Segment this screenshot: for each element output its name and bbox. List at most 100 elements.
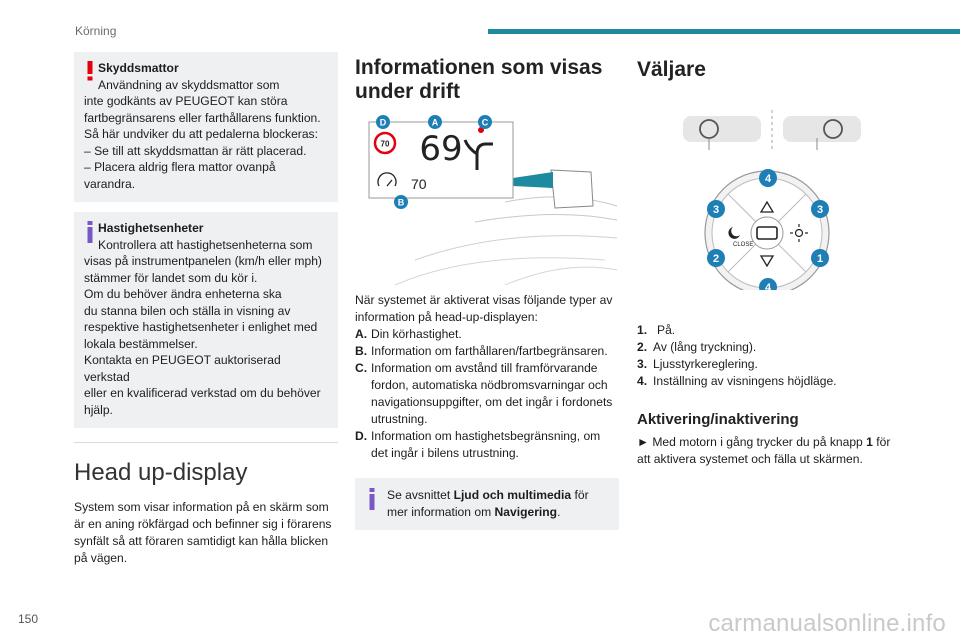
selector-list: 1. På. 2. Av (lång tryckning). 3. Ljusstyrk… [637, 322, 901, 390]
info-icon [87, 221, 93, 243]
down-arrow-icon [759, 255, 775, 268]
list-key: D. [355, 429, 368, 443]
list-text: På. [657, 323, 676, 337]
badge-2: 2 [713, 253, 719, 265]
up-arrow-icon [759, 200, 775, 213]
info-line: visas på instrumentpanelen (km/h eller m… [84, 254, 322, 268]
info-line: du stanna bilen och ställa in visning av [84, 303, 291, 318]
badge-b: B [398, 198, 405, 208]
section-title: Informationen som visas under drift [355, 56, 619, 104]
note-box: Se avsnittet Ljud och multimedia för mer… [355, 478, 619, 530]
list-text: navigationsuppgifter, om det ingår i for… [371, 395, 613, 409]
info-list: A.Din körhastighet. B.Information om far… [355, 326, 619, 462]
list-text: Information om avstånd till framförvaran… [371, 361, 598, 375]
title-line: under drift [355, 80, 460, 103]
info-line: eller en kvalificerad verkstad om du beh… [84, 386, 321, 400]
activation-line: Med motorn i gång trycker du på knapp [652, 435, 867, 449]
column-right: Väljare CLOSE 4 [637, 58, 901, 468]
hud-text-line: är en aning rökfärgad och befinner sig i… [74, 517, 332, 531]
info-title: Hastighetsenheter [98, 221, 204, 235]
info-line: Kontrollera att hastighetsenheterna som [98, 237, 313, 252]
note-text: för [571, 488, 589, 502]
list-key: A. [355, 327, 368, 341]
list-key: 2. [637, 340, 648, 354]
badge-3-left: 3 [713, 204, 719, 216]
list-text: Information om hastighetsbegränsning, om [371, 429, 601, 443]
hud-text-line: på vägen. [74, 551, 128, 565]
warning-box: Skyddsmattor Användning av skyddsmattor … [74, 52, 338, 202]
info-icon [369, 488, 375, 510]
list-text: Inställning av visningens höjdläge. [653, 374, 837, 388]
cruise-value: 70 [411, 176, 427, 192]
info-line: Om du behöver ändra enheterna ska [84, 287, 282, 301]
warning-line: Så här undviker du att pedalerna blocker… [84, 127, 318, 141]
info-line: Kontakta en PEUGEOT auktoriserad verksta… [84, 353, 281, 384]
note-link-multimedia: Ljud och multimedia [453, 488, 572, 502]
selector-title: Väljare [637, 58, 706, 81]
selector-figure: CLOSE 4 3 3 2 1 4 [683, 110, 861, 290]
section-label: Körning [75, 24, 117, 38]
column-middle: Informationen som visas under drift 70 6… [355, 56, 619, 530]
list-item: D. Information om hastighetsbegränsning,… [355, 428, 619, 462]
intro-line: information på head-up-displayen: [355, 310, 538, 324]
badge-d: D [380, 118, 387, 128]
list-item: B.Information om farthållaren/fartbegrän… [355, 343, 619, 360]
list-text: det ingår i bilens utrustning. [371, 446, 519, 460]
intro-text: När systemet är aktiverat visas följande… [355, 292, 619, 326]
info-line: respektive hastighetsenheter i enlighet … [84, 320, 318, 334]
activation-line: för [872, 435, 891, 449]
hud-text-line: System som visar information på en skärm… [74, 500, 329, 514]
note-text: Se avsnittet [387, 488, 454, 502]
badge-4-bottom: 4 [765, 282, 772, 290]
moon-icon [728, 227, 740, 239]
hud-icon [756, 226, 778, 240]
list-item: 2. Av (lång tryckning). [637, 339, 901, 356]
warning-line: inte godkänts av PEUGEOT kan störa [84, 94, 288, 108]
badge-c: C [482, 118, 489, 128]
hud-description: System som visar information på en skärm… [74, 499, 338, 567]
warning-line: – Se till att skyddsmattan är rätt place… [84, 143, 307, 158]
warning-line: – Placera aldrig flera mattor ovanpå [84, 160, 276, 174]
hud-figure: 70 69 70 A B C D [368, 115, 618, 285]
list-text: Din körhastighet. [371, 327, 462, 341]
badge-1: 1 [817, 253, 823, 265]
list-text: Av (lång tryckning). [653, 340, 757, 354]
list-text: Ljusstyrkereglering. [653, 357, 758, 371]
section-divider [74, 442, 338, 443]
warning-line: Användning av skyddsmattor som [98, 77, 280, 92]
badge-4-top: 4 [765, 173, 772, 185]
page-number: 150 [18, 612, 39, 626]
info-line: lokala bestämmelser. [84, 336, 198, 351]
steering-wheel-icon [683, 110, 861, 152]
list-key: 3. [637, 357, 648, 371]
hud-text-line: synfält så att föraren samtidigt kan hål… [74, 534, 329, 548]
list-text: utrustning. [371, 412, 428, 426]
list-key: B. [355, 344, 368, 358]
warning-line: fartbegränsarens eller farthållarens fun… [84, 110, 321, 125]
title-line: Informationen som visas [355, 56, 603, 79]
header-accent-bar [488, 29, 960, 34]
speed-value: 69 [419, 129, 462, 169]
info-line: stämmer för landet som du kör i. [84, 270, 258, 285]
watermark: carmanualsonline.info [708, 610, 946, 637]
activation-text: ► Med motorn i gång trycker du på knapp … [637, 434, 901, 468]
navigation-icon [463, 139, 493, 170]
list-text: fordon, automatiska nödbromsvarningar oc… [371, 378, 608, 392]
note-text: mer information om [387, 504, 495, 519]
list-key: 4. [637, 374, 648, 388]
warning-title: Skyddsmattor [98, 61, 179, 75]
limit-value: 70 [381, 140, 390, 149]
list-item: C. Information om avstånd till framförva… [355, 360, 619, 428]
list-item: 1. På. [637, 322, 901, 339]
activation-title: Aktivering/inaktivering [637, 411, 799, 428]
info-box: Hastighetsenheter Kontrollera att hastig… [74, 212, 338, 428]
column-left: Skyddsmattor Användning av skyddsmattor … [74, 52, 338, 567]
list-key: C. [355, 361, 368, 375]
activation-line: att aktivera systemet och fälla ut skärm… [637, 452, 863, 466]
button-ref: 1 [866, 435, 873, 449]
list-key: 1. [637, 323, 648, 337]
note-link-navigation: Navigering [494, 504, 558, 519]
warning-line: varandra. [84, 176, 136, 191]
list-item: 4. Inställning av visningens höjdläge. [637, 373, 901, 390]
intro-line: När systemet är aktiverat visas följande… [355, 293, 613, 307]
